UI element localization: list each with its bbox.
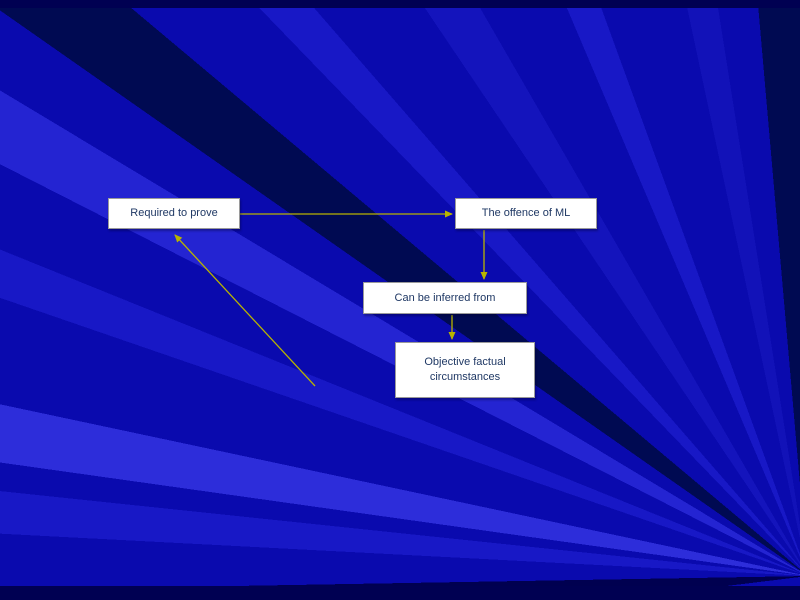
- flowchart-box-offence-of-ml: The offence of ML: [455, 198, 597, 229]
- flowchart-box-objective-factual-circumstances: Objective factual circumstances: [395, 342, 535, 398]
- flowchart-box-can-be-inferred-from: Can be inferred from: [363, 282, 527, 314]
- box-label-objective-factual-circumstances: Objective factual circumstances: [424, 356, 506, 383]
- box-label-offence-of-ml: The offence of ML: [481, 207, 571, 220]
- connector-diagonal-to-required: [174, 234, 316, 387]
- box-label-required-to-prove: Required to prove: [130, 207, 218, 220]
- flowchart-box-required-to-prove: Required to prove: [108, 198, 240, 229]
- box-label-can-be-inferred-from: Can be inferred from: [394, 291, 496, 304]
